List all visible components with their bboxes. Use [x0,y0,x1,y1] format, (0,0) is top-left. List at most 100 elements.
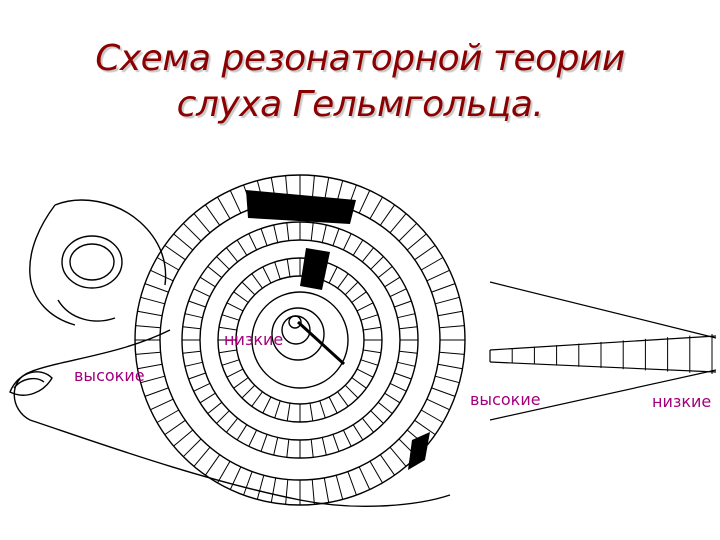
fibre-tick [273,224,279,243]
fibre-tick [358,190,371,214]
fibre-tick [377,266,393,279]
fibre-tick [384,392,401,404]
fibre-tick [335,475,344,500]
fibre-tick [156,409,180,423]
fibre-tick [199,392,216,404]
fibre-tick [217,196,231,220]
fibre-tick [140,375,165,384]
label-membrane-high: высокие [470,390,541,409]
fibre-tick [251,273,263,289]
resonating-fibres [246,190,430,470]
fibre-tick [420,409,444,423]
pointer-line [296,320,346,366]
fibre-tick [256,475,265,500]
fibre-tick [217,460,231,484]
fibre-tick [226,302,244,312]
fibre-tick [352,424,364,441]
fibre-tick [398,222,418,242]
fibre-tick [356,368,374,378]
fibre-tick [135,351,161,355]
fibre-tick [204,454,221,476]
fibre-tick [337,273,349,289]
fibre-tick [260,434,268,452]
fibre-tick [221,359,240,366]
fibre-tick [286,403,291,422]
fibre-tick [218,326,237,331]
fibre-tick [273,437,279,456]
fibre-tick [323,477,330,503]
fibre-tick [216,410,230,424]
fibre-tick [352,239,364,256]
fibre-tick [182,350,201,354]
fibre-tick [420,257,444,271]
fibre-tick [397,361,416,367]
fibre-tick [361,247,374,263]
fibre-tick [351,291,367,303]
fibre-tick [218,349,237,354]
fibre-tick [394,372,412,380]
fibre-tick [431,387,456,397]
fibre-tick [199,276,216,288]
fibre-tick [262,396,272,414]
membrane-schematic [489,281,717,421]
fibre-tick [399,326,418,330]
fibre-tick [233,377,249,389]
fibre-tick [389,288,407,298]
fibre-tick [397,313,416,319]
fibre-tick [426,398,450,411]
fibre-tick [182,438,202,458]
fibre-tick [406,233,427,251]
fibre-tick [332,228,340,246]
label-cochlea-low: низкие [224,330,284,349]
fibre-tick [262,266,272,284]
fibre-tick [426,269,450,282]
fibre-tick [207,401,223,414]
fibre-tick [437,310,463,317]
fibre-tick [384,276,401,288]
fibre-tick [389,382,407,392]
fibre-tick [351,377,367,389]
fibre-tick [193,213,211,234]
fibre-tick [414,419,436,436]
fibre-tick [286,258,291,277]
fibre-tick [319,400,326,419]
fibre-tick [144,387,169,397]
fibre-tick [274,261,281,280]
fibre-tick [260,228,268,246]
fibre-tick [342,233,352,251]
fibre-tick [363,349,382,354]
fibre-tick [344,281,359,296]
shell-outline [9,199,451,508]
label-membrane-low: низкие [652,392,712,411]
fibre-tick [377,401,393,414]
fibre-tick [369,460,383,484]
fibre-tick [379,454,396,476]
fibre-tick [370,410,384,424]
fibre-tick [193,446,211,467]
fibre-tick [310,222,314,241]
fibre-tick [226,368,244,378]
fibre-tick [184,313,203,319]
fibre-tick [193,382,211,392]
fibre-tick [356,302,374,312]
fibre-tick [437,363,463,370]
fibre-tick [361,417,374,433]
middle-fibres [182,222,418,458]
fibre-tick [311,479,315,505]
fibre-tick [435,296,460,305]
fibre-tick [337,391,349,407]
fibre-tick [164,244,186,261]
fibre-tick [150,269,174,282]
fibre-tick [363,326,382,331]
inner-fibres [218,258,382,422]
fibre-tick [241,384,256,399]
fibre-tick [229,190,242,214]
fibre-tick [270,477,277,503]
fibre-tick [342,429,352,447]
fibre-tick [389,213,407,234]
fibre-tick [156,257,180,271]
fibre-tick [431,283,456,293]
slide-title: Схема резонаторной теории слуха Гельмгол… [0,36,720,128]
fibre-tick [173,233,194,251]
